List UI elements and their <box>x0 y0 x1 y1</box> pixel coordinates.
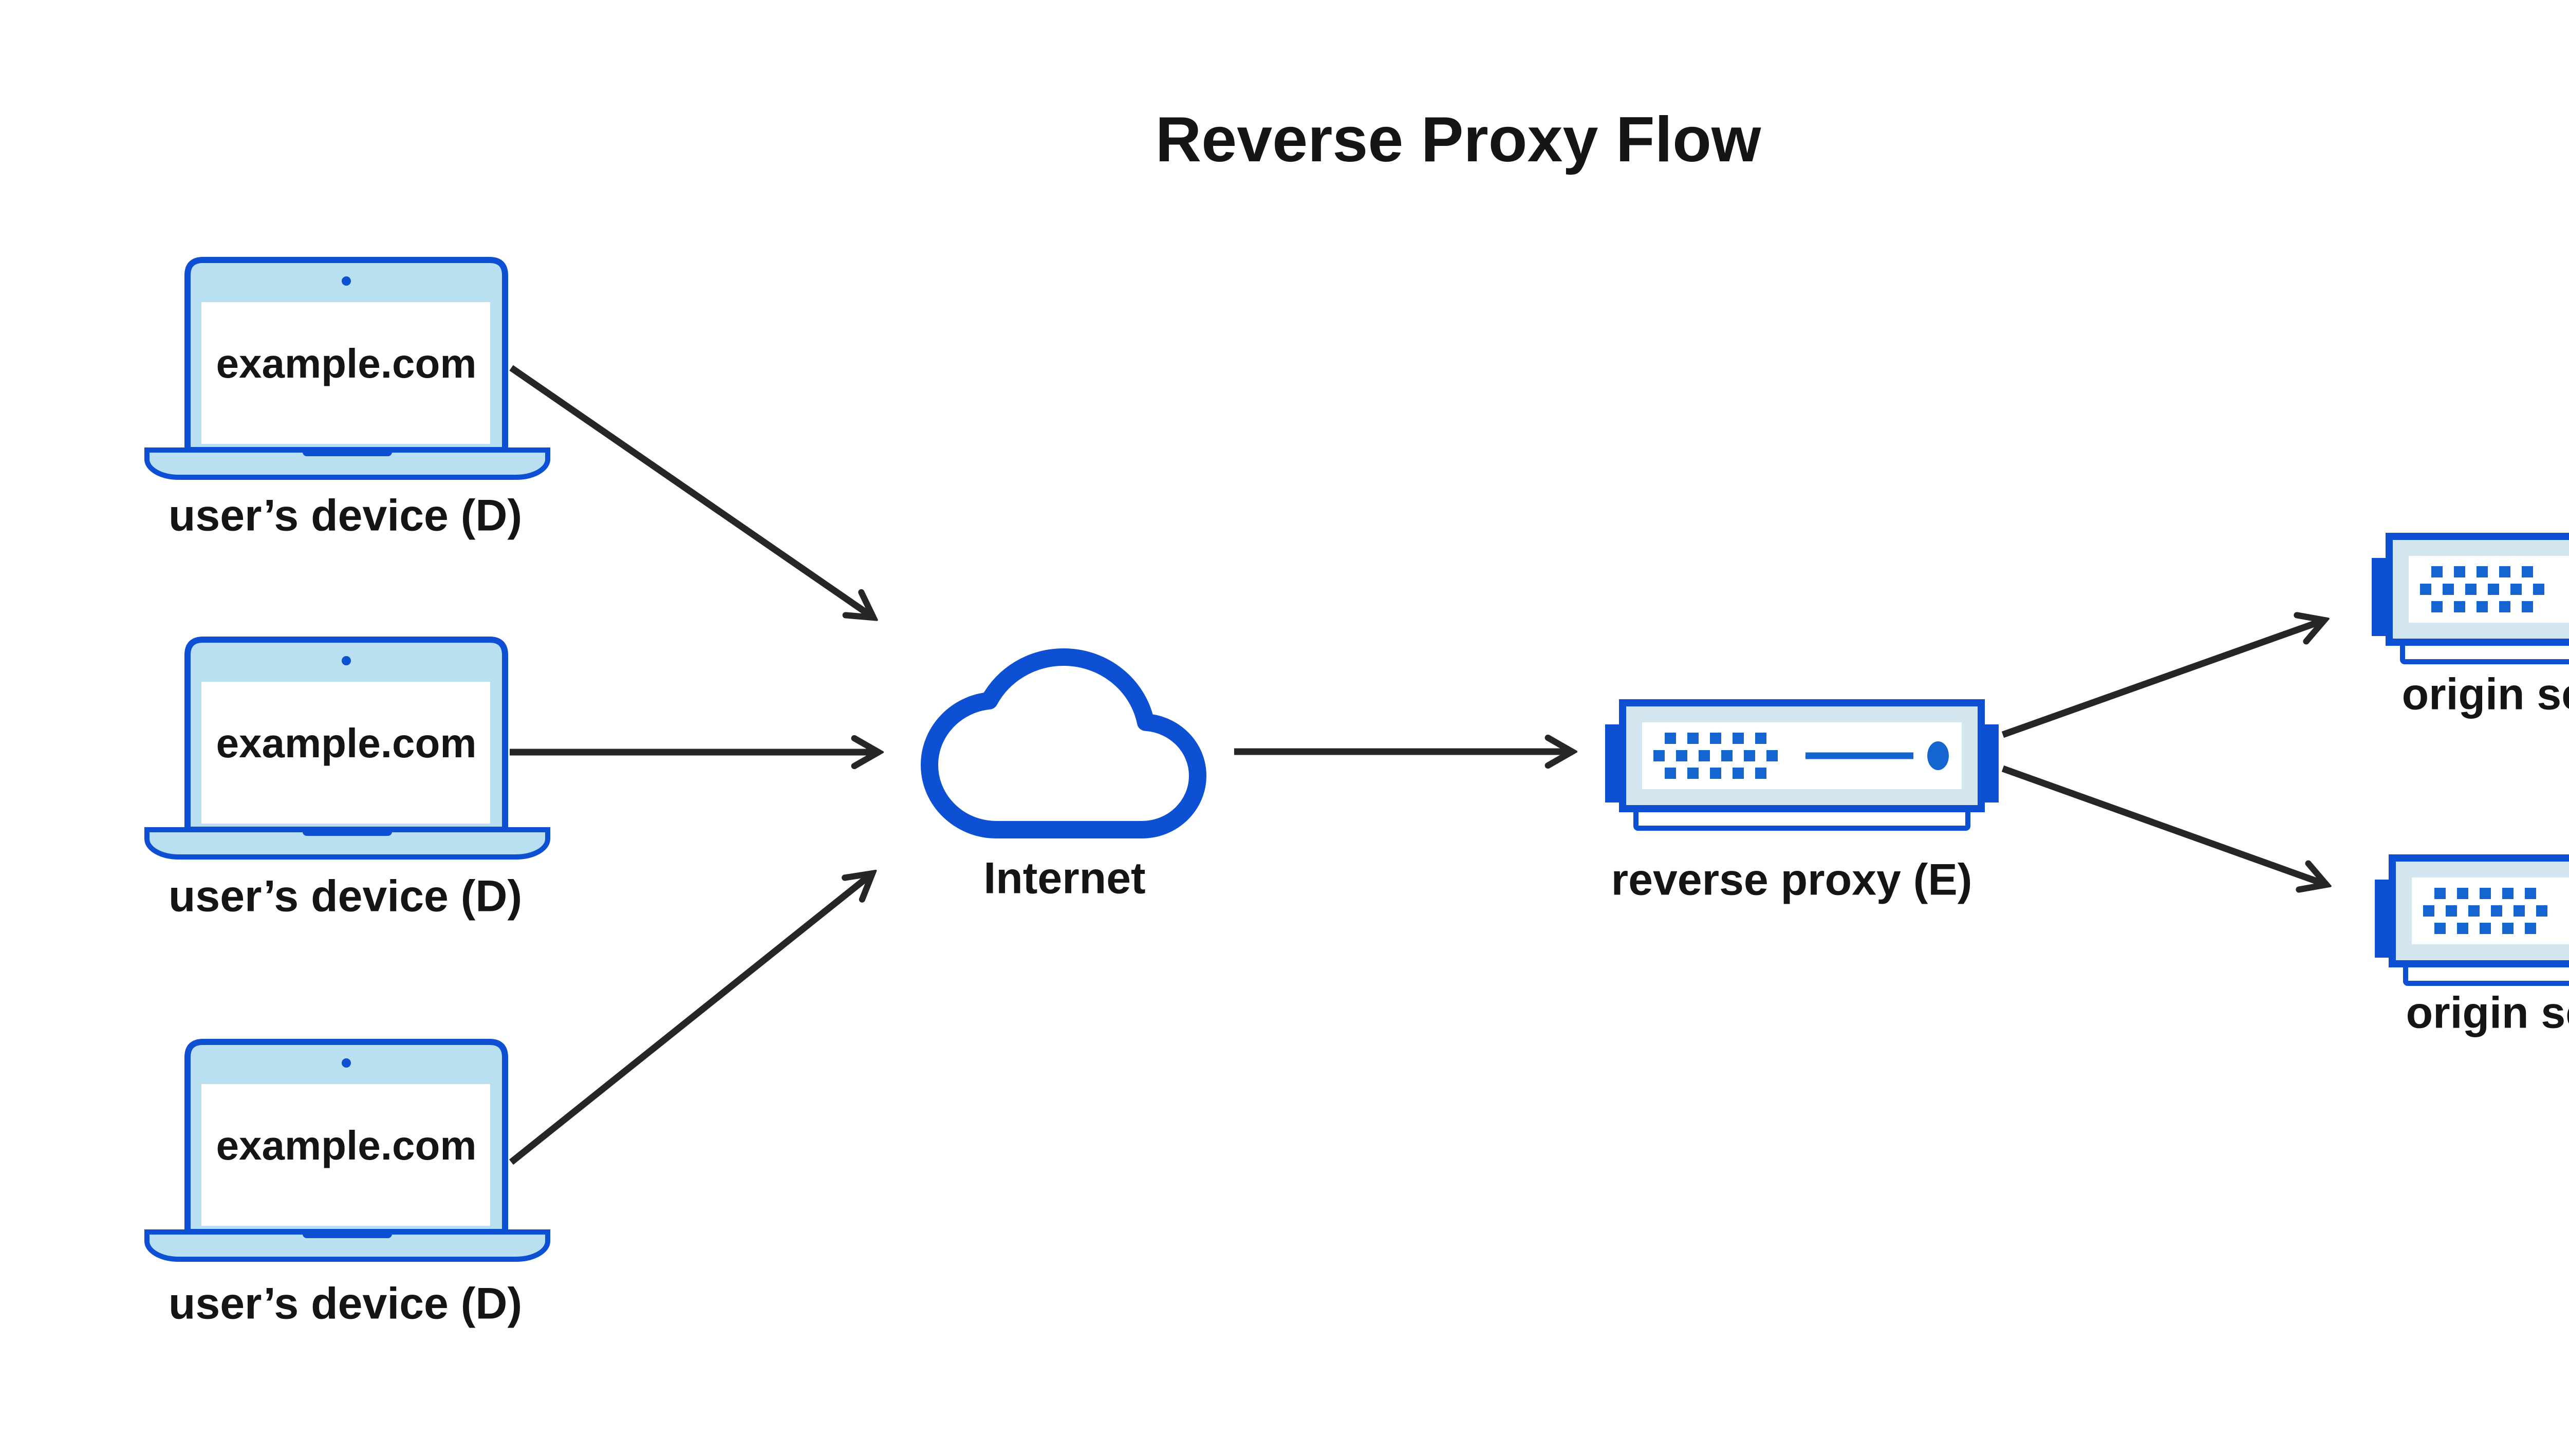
reverse-proxy-label: reverse proxy (E) <box>1611 855 1972 905</box>
server-icon-reverse-proxy <box>1605 703 1999 828</box>
server-icon-origin1 <box>2372 536 2569 662</box>
internet-label: Internet <box>983 853 1146 903</box>
device1-label: user’s device (D) <box>168 491 523 540</box>
arrow-device3-internet <box>509 873 872 1165</box>
server-icon-origin2 <box>2375 858 2569 983</box>
arrow-device1-internet <box>509 365 873 618</box>
device3-screen-text: example.com <box>216 1123 477 1168</box>
device2-label: user’s device (D) <box>168 871 523 921</box>
origin-server-1-label: origin server (F) <box>2402 669 2569 719</box>
origin-server-2-label: origin server (F) <box>2406 988 2569 1038</box>
device3-label: user’s device (D) <box>168 1279 523 1329</box>
device1-screen-text: example.com <box>216 341 477 386</box>
arrow-proxy-origin1 <box>2001 620 2324 738</box>
arrows <box>509 365 2326 1165</box>
arrow-proxy-origin2 <box>2001 765 2326 885</box>
page-title: Reverse Proxy Flow <box>1155 104 1761 175</box>
cloud-icon <box>929 657 1198 830</box>
device2-screen-text: example.com <box>216 720 477 766</box>
